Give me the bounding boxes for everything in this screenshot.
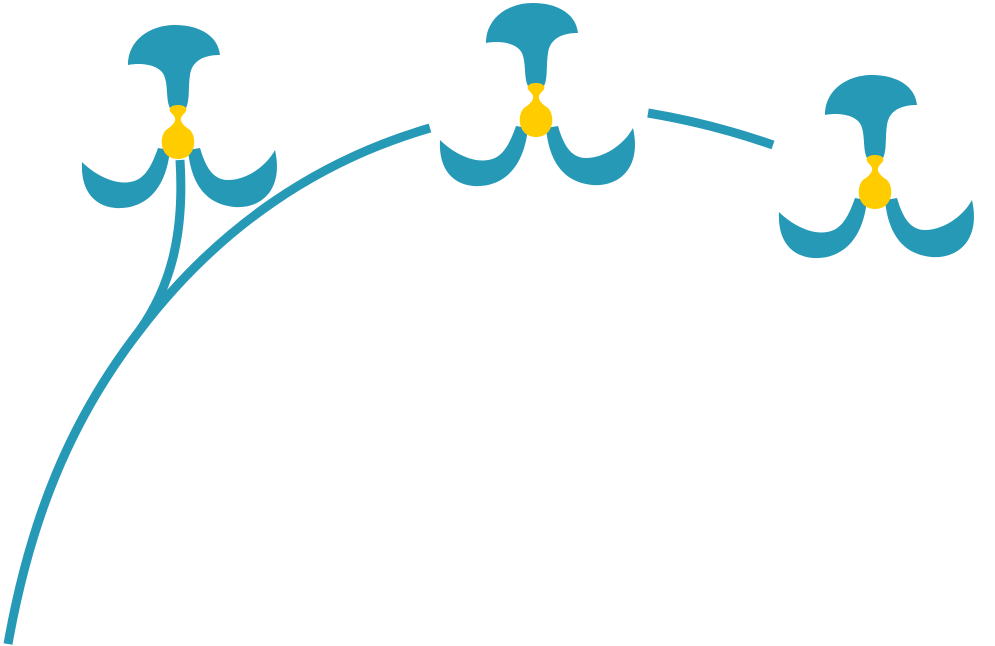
dashed-stem-segment — [647, 108, 775, 150]
flower-middle-icon — [439, 3, 635, 187]
flower-right-icon — [778, 75, 974, 259]
branch-stem — [136, 159, 186, 333]
main-stem — [3, 123, 432, 645]
